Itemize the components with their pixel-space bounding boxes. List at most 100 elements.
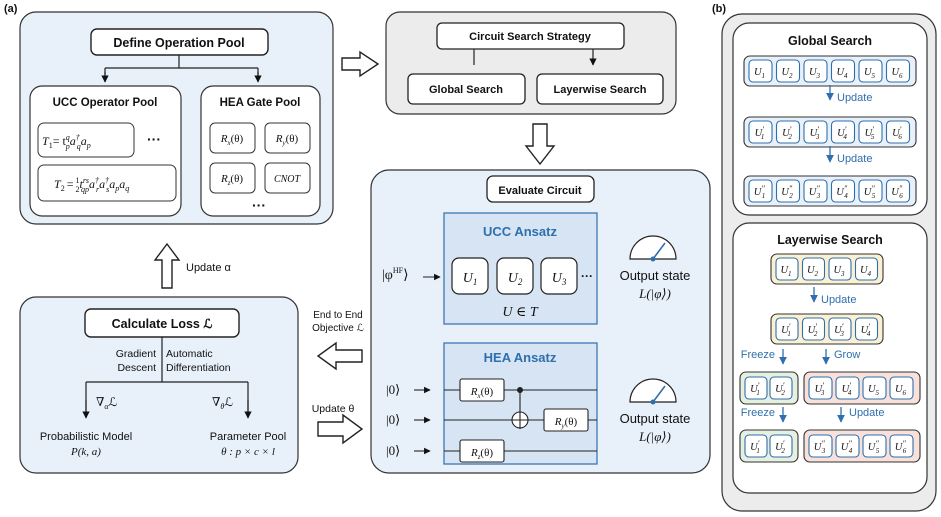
svg-text:U′3: U′3: [815, 381, 825, 397]
probabilistic-model: Probabilistic Model: [40, 431, 132, 443]
svg-text:U″6: U″6: [891, 184, 903, 200]
loss-title: Calculate Loss ℒ: [112, 317, 214, 331]
layer1-u3: U3: [828, 257, 852, 281]
panel-a-label: (a): [4, 3, 18, 15]
global-u1-row1: U1: [748, 59, 773, 83]
svg-text:U″3: U″3: [809, 184, 821, 200]
layerwise-update-2: Update: [849, 407, 884, 419]
hea-rx: Rx(θ): [470, 386, 494, 400]
phi-hf: |φHF⟩: [382, 266, 409, 283]
global-u6-row1: U6: [885, 59, 911, 83]
strategy-global: Global Search: [429, 84, 503, 96]
layer4-frozen-u1: U′1: [744, 434, 768, 458]
u3-gate: U3: [552, 271, 567, 287]
layer2-u1: U′1: [775, 317, 799, 341]
layer1-u1: U1: [775, 257, 799, 281]
svg-text:U3: U3: [809, 67, 821, 80]
layerwise-search-title: Layerwise Search: [777, 233, 883, 247]
svg-text:U′2: U′2: [775, 381, 785, 397]
svg-text:U4: U4: [860, 265, 872, 278]
u-in-t: U ∈ T: [502, 305, 538, 320]
svg-text:U″2: U″2: [781, 184, 793, 200]
layer3-grown-u3: U′3: [808, 376, 833, 400]
gate-cnot: CNOT: [274, 174, 302, 185]
operation-pool-panel: Define Operation Pool UCC Operator Pool …: [19, 11, 334, 225]
svg-text:U3: U3: [833, 265, 845, 278]
ket0-2: |0⟩: [386, 412, 400, 427]
global-search-panel: Global Search U1 U2 U3 U4 U5 U6U′1 U′2 U′3 U′4 U′…: [732, 22, 928, 216]
svg-text:U″1: U″1: [754, 184, 766, 200]
layer2-u4: U′4: [854, 317, 879, 341]
global-u5-row1: U5: [858, 59, 883, 83]
svg-text:U2: U2: [781, 67, 793, 80]
layer4-updated-u3: U″3: [808, 434, 833, 458]
svg-text:U″3: U″3: [814, 439, 826, 455]
global-u2-row2: U′2: [775, 120, 801, 144]
auto-diff-line1: Automatic: [166, 348, 213, 360]
layer4-frozen-u2: U′2: [769, 434, 793, 458]
svg-text:U″5: U″5: [868, 439, 880, 455]
evaluate-title: Evaluate Circuit: [498, 185, 581, 197]
svg-text:U4: U4: [836, 67, 848, 80]
ucc-ansatz-title: UCC Ansatz: [483, 224, 557, 239]
end-to-end-line2: Objective ℒ: [312, 323, 364, 334]
global-u4-row3: U″4: [830, 179, 856, 203]
panel-b-label: (b): [712, 3, 726, 15]
global-u4-row1: U4: [830, 59, 856, 83]
svg-text:U″6: U″6: [895, 439, 907, 455]
update-alpha-arrow: Update α: [153, 242, 232, 289]
svg-text:U′4: U′4: [837, 125, 847, 141]
ucc-pool-title: UCC Operator Pool: [53, 97, 158, 109]
layer3-frozen-u1: U′1: [744, 376, 768, 400]
global-u4-row2: U′4: [830, 120, 856, 144]
global-u3-row2: U′3: [803, 120, 828, 144]
layer3-grown-u4: U′4: [835, 376, 860, 400]
u2-gate: U2: [508, 271, 523, 287]
pool-to-strategy-arrow: [341, 50, 380, 78]
grow-label: Grow: [834, 349, 860, 361]
strategy-to-evaluate-arrow: [524, 123, 556, 166]
nabla-theta: ∇θℒ: [212, 395, 233, 411]
output-state-2: Output state: [620, 411, 691, 426]
svg-text:U′1: U′1: [750, 439, 760, 455]
svg-text:U′2: U′2: [782, 125, 792, 141]
global-update-2: Update: [837, 153, 872, 165]
global-u1-row3: U″1: [748, 179, 773, 203]
svg-text:U2: U2: [807, 265, 819, 278]
global-search-title: Global Search: [788, 34, 872, 48]
update-theta-arrow: Update θ: [312, 403, 364, 445]
svg-text:U′1: U′1: [750, 381, 760, 397]
global-u5-row2: U′5: [858, 120, 883, 144]
svg-text:U′3: U′3: [810, 125, 820, 141]
layer4-updated-u5: U″5: [862, 434, 887, 458]
gate-ry: Ry(θ): [275, 133, 299, 147]
freeze-1: Freeze: [741, 349, 775, 361]
layerwise-update-1: Update: [821, 294, 856, 306]
global-u2-row3: U″2: [775, 179, 801, 203]
layer2-u3: U′3: [828, 317, 852, 341]
evaluate-circuit-panel: Evaluate Circuit UCC Ansatz |φHF⟩ U1 U2 …: [370, 169, 711, 474]
svg-text:U′2: U′2: [808, 322, 818, 338]
global-u1-row2: U′1: [748, 120, 773, 144]
calculate-loss-panel: Calculate Loss ℒ Gradient Descent Automa…: [19, 296, 299, 474]
hea-gate-pool: HEA Gate Pool Rx(θ) Ry(θ) Rz(θ) CNOT ···: [200, 85, 321, 217]
hea-ansatz-title: HEA Ansatz: [484, 350, 557, 365]
layer1-u2: U2: [801, 257, 826, 281]
ucc-u-gates: U1 U2 U3: [451, 257, 578, 295]
u1-gate: U1: [463, 271, 478, 287]
global-u3-row3: U″3: [803, 179, 828, 203]
svg-text:U′5: U′5: [865, 125, 875, 141]
layer3-grown-u6: U6: [889, 376, 914, 400]
output-state-1: Output state: [620, 268, 691, 283]
ucc-pool-ellipsis: ···: [147, 131, 161, 147]
param-expr: θ : p × c × l: [221, 446, 275, 458]
gradient-descent-line1: Gradient: [116, 348, 156, 360]
auto-diff-line2: Differentiation: [166, 362, 231, 374]
ket0-1: |0⟩: [386, 382, 400, 397]
svg-text:U1: U1: [754, 67, 765, 80]
gate-rx: Rx(θ): [220, 133, 244, 147]
svg-text:U5: U5: [864, 67, 876, 80]
